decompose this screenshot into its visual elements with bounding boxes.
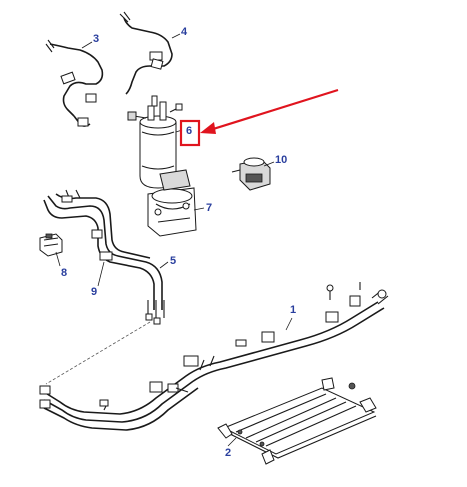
highlight-box: [179, 119, 201, 147]
callout-4: 4: [181, 26, 188, 38]
part-8-clip: [39, 233, 63, 257]
part-9-pipe-bundle: [43, 189, 165, 325]
part-6-fuel-filter: [127, 95, 183, 189]
callout-7: 7: [206, 202, 213, 214]
part-4-hose: [119, 11, 173, 95]
callout-1: 1: [290, 304, 297, 316]
callout-10: 10: [275, 154, 288, 166]
callout-6: 6: [186, 125, 193, 137]
part-10-sensor: [231, 157, 271, 191]
callout-9: 9: [91, 286, 98, 298]
callout-3: 3: [93, 33, 100, 45]
callout-5: 5: [170, 255, 177, 267]
part-2-heat-shield: [217, 377, 377, 465]
callout-2: 2: [225, 447, 232, 459]
part-3-hose: [45, 39, 104, 127]
leader-lines: [55, 33, 293, 447]
connection-guide: [45, 321, 151, 385]
highlight-arrow: [200, 88, 339, 134]
part-1-pipe-assembly: [39, 282, 389, 431]
part-7-bracket: [147, 169, 197, 237]
callout-8: 8: [61, 267, 68, 279]
